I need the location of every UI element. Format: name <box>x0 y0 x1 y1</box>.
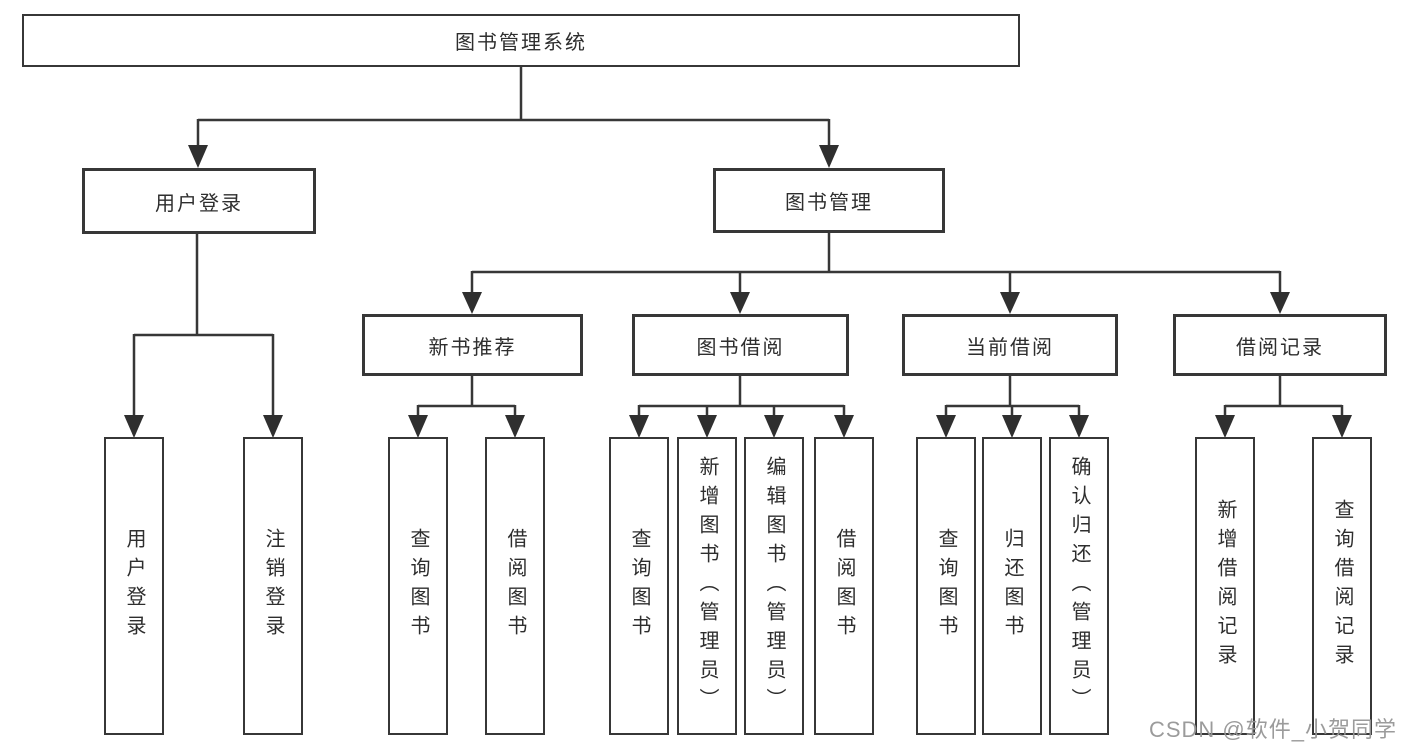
leaf-user-login-label: 用户登录 <box>123 528 145 644</box>
leaf-user-login: 用户登录 <box>104 437 164 735</box>
node-current-borrowing: 当前借阅 <box>902 314 1118 376</box>
leaf-borrowing-edit-books-admin-label: 编辑图书（管理员） <box>763 455 785 717</box>
node-book-management: 图书管理 <box>713 168 945 233</box>
leaf-recommend-borrow-books: 借阅图书 <box>485 437 545 735</box>
leaf-records-add-record-label: 新增借阅记录 <box>1214 499 1236 673</box>
leaf-current-return-books: 归还图书 <box>982 437 1042 735</box>
leaf-borrowing-query-books-label: 查询图书 <box>628 528 650 644</box>
node-root-system: 图书管理系统 <box>22 14 1020 67</box>
leaf-records-query-record-label: 查询借阅记录 <box>1331 499 1353 673</box>
leaf-borrowing-add-books-admin: 新增图书（管理员） <box>677 437 737 735</box>
leaf-current-confirm-return-admin-label: 确认归还（管理员） <box>1068 455 1090 717</box>
node-borrow-records: 借阅记录 <box>1173 314 1387 376</box>
leaf-borrowing-query-books: 查询图书 <box>609 437 669 735</box>
node-book-borrowing-label: 图书借阅 <box>696 336 785 359</box>
leaf-borrowing-edit-books-admin: 编辑图书（管理员） <box>744 437 804 735</box>
leaf-records-query-record: 查询借阅记录 <box>1312 437 1372 735</box>
leaf-current-query-books-label: 查询图书 <box>935 528 957 644</box>
leaf-current-return-books-label: 归还图书 <box>1001 528 1023 644</box>
node-borrow-records-label: 借阅记录 <box>1236 336 1324 359</box>
node-current-borrowing-label: 当前借阅 <box>966 336 1054 359</box>
leaf-current-query-books: 查询图书 <box>916 437 976 735</box>
leaf-borrowing-borrow-books-label: 借阅图书 <box>833 528 855 644</box>
leaf-recommend-borrow-books-label: 借阅图书 <box>504 528 526 644</box>
node-user-login-branch: 用户登录 <box>82 168 316 234</box>
leaf-borrowing-borrow-books: 借阅图书 <box>814 437 874 735</box>
node-new-book-recommend: 新书推荐 <box>362 314 583 376</box>
leaf-current-confirm-return-admin: 确认归还（管理员） <box>1049 437 1109 735</box>
leaf-recommend-query-books: 查询图书 <box>388 437 448 735</box>
node-book-borrowing: 图书借阅 <box>632 314 849 376</box>
leaf-recommend-query-books-label: 查询图书 <box>407 528 429 644</box>
node-book-management-label: 图书管理 <box>785 192 873 214</box>
leaf-records-add-record: 新增借阅记录 <box>1195 437 1255 735</box>
csdn-watermark: CSDN @软件_小贺同学 <box>1148 717 1397 742</box>
node-new-book-recommend-label: 新书推荐 <box>428 336 517 359</box>
leaf-logout-label: 注销登录 <box>262 528 284 644</box>
leaf-borrowing-add-books-admin-label: 新增图书（管理员） <box>696 455 718 717</box>
node-user-login-label: 用户登录 <box>155 192 243 215</box>
node-root-label: 图书管理系统 <box>455 32 587 54</box>
leaf-logout: 注销登录 <box>243 437 303 735</box>
